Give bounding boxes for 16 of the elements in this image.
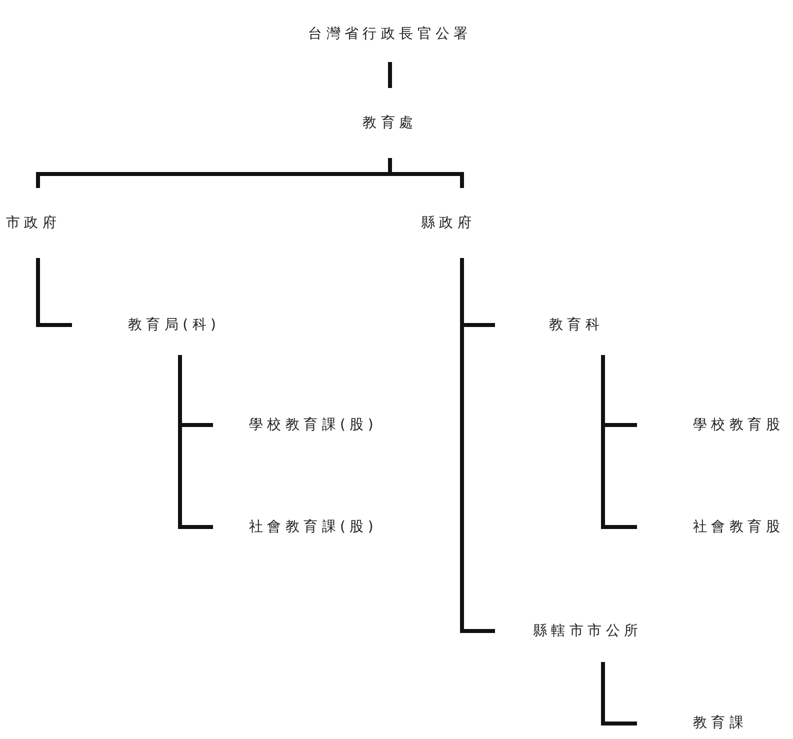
org-unit-label: 社會教育股 bbox=[693, 518, 784, 536]
org-unit-label: 台灣省行政長官公署 bbox=[308, 24, 472, 44]
org-unit-label: 教育處 bbox=[362, 114, 418, 132]
connector-line bbox=[601, 662, 637, 726]
connector-line bbox=[36, 258, 72, 327]
org-unit-label: 學校教育課(股) bbox=[249, 416, 378, 434]
connector-line bbox=[460, 258, 495, 633]
org-unit-label: 縣轄市市公所 bbox=[533, 622, 642, 640]
org-unit-label: 社會教育課(股) bbox=[249, 518, 378, 536]
org-unit-label: 教育課 bbox=[693, 714, 748, 733]
org-unit-label: 學校教育股 bbox=[693, 416, 784, 434]
org-unit-label: 縣政府 bbox=[421, 214, 476, 232]
org-unit-label: 教育局(科) bbox=[128, 316, 220, 334]
connector-line bbox=[388, 62, 392, 88]
org-unit-label: 教育科 bbox=[549, 316, 604, 334]
org-unit-label: 市政府 bbox=[6, 214, 61, 232]
